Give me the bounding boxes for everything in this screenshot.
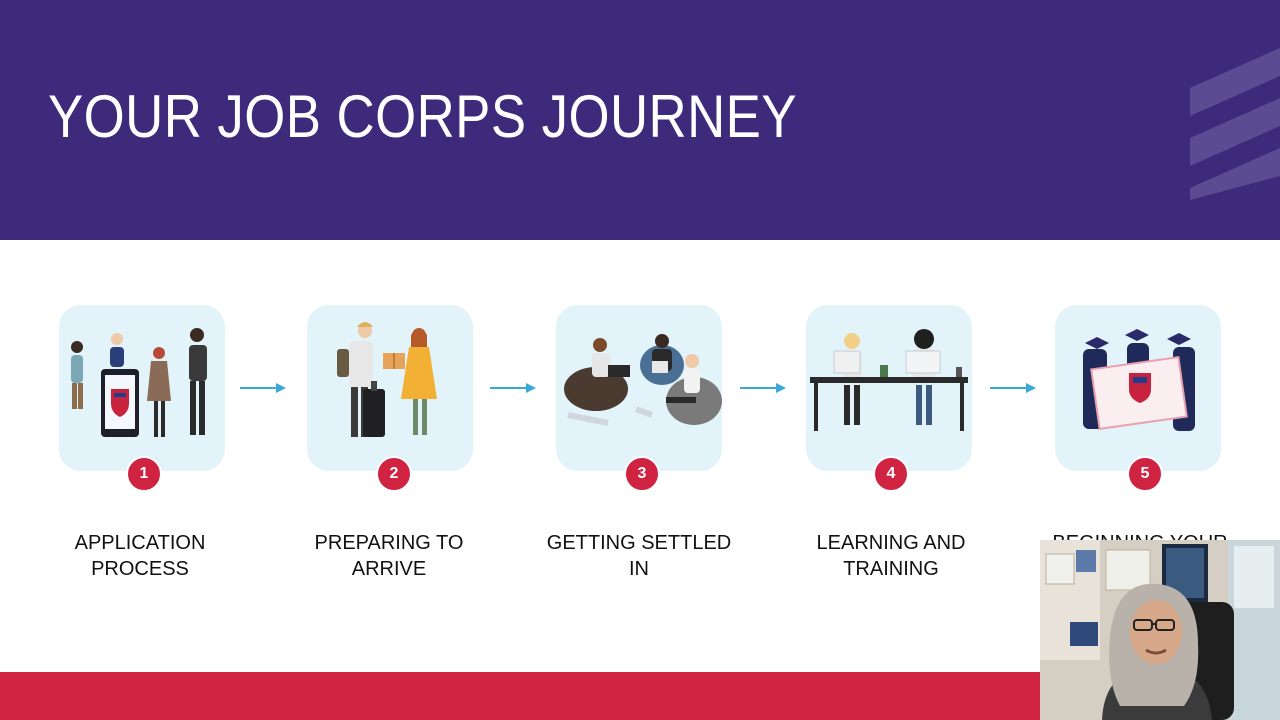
step-label-1: APPLICATION PROCESS	[74, 532, 206, 580]
desk-workstation-icon	[810, 329, 968, 431]
step-label-3: GETTING SETTLED IN	[546, 532, 732, 580]
step-card-2	[307, 305, 473, 471]
luggage-handoff-icon	[337, 322, 437, 437]
arrow-right-icon	[740, 383, 786, 393]
slide-header: YOUR JOB CORPS JOURNEY	[0, 0, 1280, 240]
step-card-1	[59, 305, 225, 471]
step-badge-3: 3	[624, 456, 660, 492]
step-card-5	[1055, 305, 1221, 471]
arrow-right-icon	[990, 383, 1036, 393]
step-card-3	[556, 305, 722, 471]
step-label-4: LEARNING AND TRAINING	[816, 532, 966, 580]
arrow-right-icon	[490, 383, 536, 393]
step-card-4	[806, 305, 972, 471]
slide-title: YOUR JOB CORPS JOURNEY	[48, 83, 797, 150]
people-with-tablet-icon	[71, 328, 207, 437]
step-badge-5: 5	[1127, 456, 1163, 492]
step-badge-1: 1	[126, 456, 162, 492]
step-label-2: PREPARING TO ARRIVE	[314, 532, 464, 580]
step-badge-2: 2	[376, 456, 412, 492]
arrow-right-icon	[240, 383, 286, 393]
presenter-video-icon	[1040, 540, 1280, 720]
graduates-certificate-icon	[1083, 329, 1195, 431]
stripes-decoration-icon	[1190, 48, 1280, 200]
webcam-overlay	[1040, 540, 1280, 720]
beanbag-group-icon	[564, 334, 722, 426]
step-badge-4: 4	[873, 456, 909, 492]
